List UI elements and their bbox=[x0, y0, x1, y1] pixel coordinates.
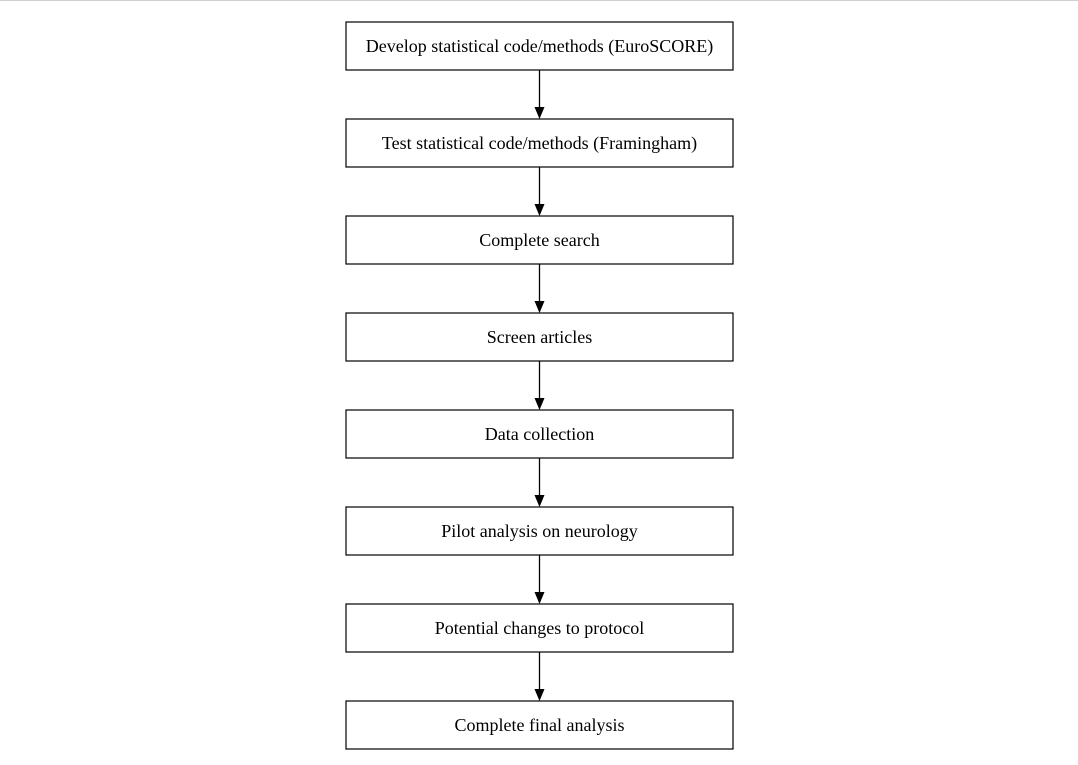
step-label: Pilot analysis on neurology bbox=[441, 521, 638, 541]
step-label: Data collection bbox=[485, 424, 594, 444]
flow-step-7: Potential changes to protocol bbox=[345, 603, 734, 653]
step-box bbox=[345, 603, 734, 653]
arrow-head-icon bbox=[534, 495, 545, 507]
arrow-head-icon bbox=[534, 107, 545, 119]
step-box bbox=[345, 700, 734, 750]
flow-step-2: Test statistical code/methods (Framingha… bbox=[345, 118, 734, 168]
step-label: Test statistical code/methods (Framingha… bbox=[382, 133, 697, 154]
step-label: Complete search bbox=[479, 230, 599, 250]
flow-arrow-4 bbox=[534, 361, 545, 410]
flow-arrow-1 bbox=[534, 70, 545, 119]
flow-step-4: Screen articles bbox=[345, 312, 734, 362]
flow-arrow-2 bbox=[534, 167, 545, 216]
flow-step-6: Pilot analysis on neurology bbox=[345, 506, 734, 556]
arrow-head-icon bbox=[534, 301, 545, 313]
step-box bbox=[345, 506, 734, 556]
arrow-head-icon bbox=[534, 398, 545, 410]
flow-step-8: Complete final analysis bbox=[345, 700, 734, 750]
step-box bbox=[345, 21, 734, 71]
step-box bbox=[345, 118, 734, 168]
flow-step-3: Complete search bbox=[345, 215, 734, 265]
flow-arrow-3 bbox=[534, 264, 545, 313]
step-label: Complete final analysis bbox=[455, 715, 625, 735]
arrow-head-icon bbox=[534, 204, 545, 216]
step-label: Develop statistical code/methods (EuroSC… bbox=[366, 36, 713, 57]
arrow-head-icon bbox=[534, 592, 545, 604]
step-box bbox=[345, 215, 734, 265]
flow-arrow-7 bbox=[534, 652, 545, 701]
flow-arrow-6 bbox=[534, 555, 545, 604]
step-label: Potential changes to protocol bbox=[435, 618, 644, 638]
flow-arrow-5 bbox=[534, 458, 545, 507]
flow-step-1: Develop statistical code/methods (EuroSC… bbox=[345, 21, 734, 71]
step-label: Screen articles bbox=[487, 327, 592, 347]
flow-step-5: Data collection bbox=[345, 409, 734, 459]
step-box bbox=[345, 409, 734, 459]
arrow-head-icon bbox=[534, 689, 545, 701]
